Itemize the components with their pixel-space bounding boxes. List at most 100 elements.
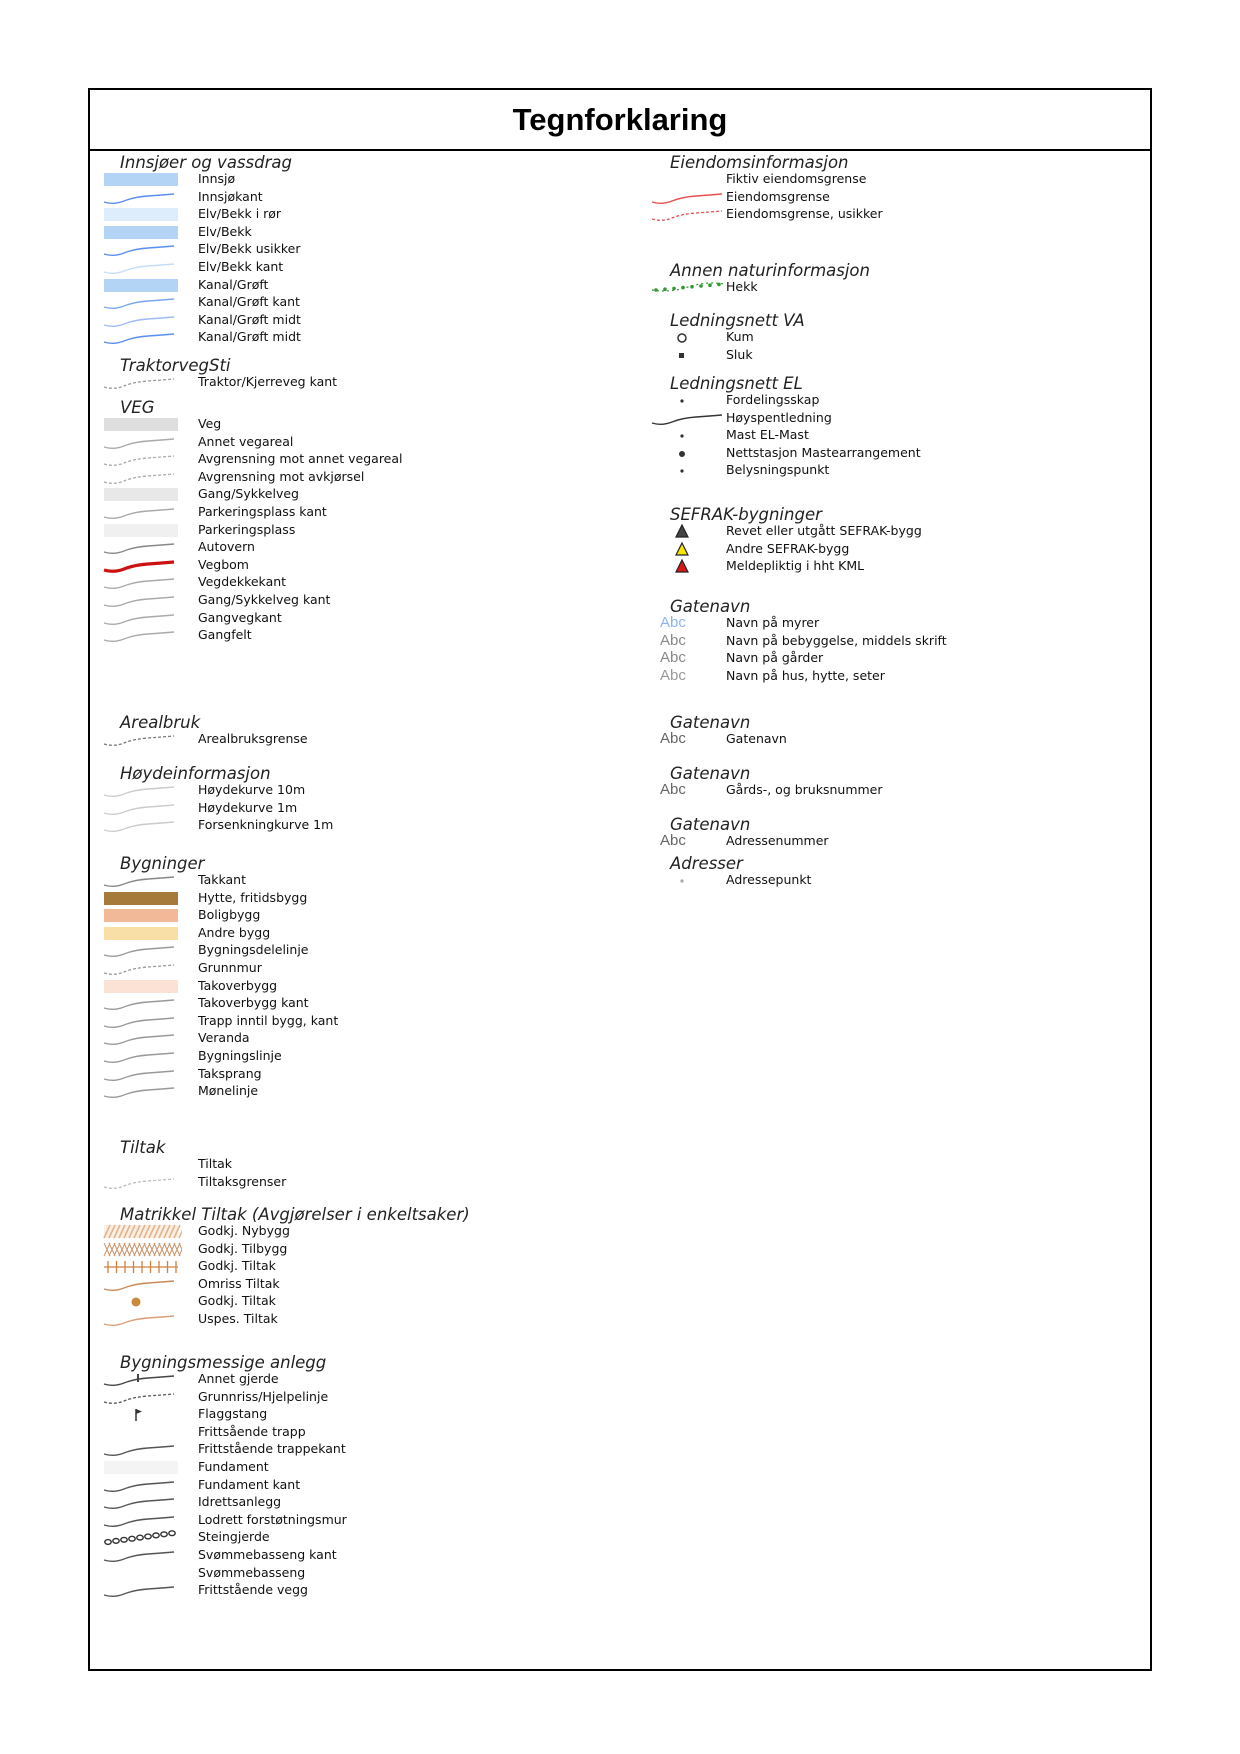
legend-label: Uspes. Tiltak xyxy=(198,1311,278,1326)
legend-label: Godkj. Nybygg xyxy=(198,1223,290,1238)
legend-label: Høydekurve 1m xyxy=(198,799,298,815)
section-header-ledningsnett-va: Ledningsnett VA xyxy=(670,311,805,330)
section-header-traktorvegsti: TraktorvegSti xyxy=(120,356,231,375)
legend-symbol-icon xyxy=(102,799,182,818)
legend-label: Svømmebasseng xyxy=(198,1564,306,1580)
section-header-veg: VEG xyxy=(120,398,155,417)
legend-symbol-icon xyxy=(102,626,182,645)
legend-label: Frittsående trapp xyxy=(198,1423,306,1439)
legend-symbol-icon xyxy=(102,1511,182,1530)
legend-label: Fordelingsskap xyxy=(726,392,820,407)
text-sample: Abc xyxy=(650,667,730,686)
legend-symbol-icon xyxy=(102,1240,182,1259)
legend-label: Fundament kant xyxy=(198,1476,301,1492)
legend-symbol-icon xyxy=(102,994,182,1013)
legend-label: Takoverbygg kant xyxy=(198,995,309,1011)
legend-label: Fiktiv eiendomsgrense xyxy=(726,171,867,186)
legend-symbol-icon xyxy=(102,889,182,908)
legend-symbol-icon xyxy=(102,1476,182,1495)
legend-symbol-icon xyxy=(650,205,730,224)
text-sample: Abc xyxy=(650,730,730,749)
legend-label: Nettstasjon Mastearrangement xyxy=(726,444,921,460)
legend-symbol-icon xyxy=(102,1405,182,1424)
section-header-gatenavn: Gatenavn xyxy=(670,713,751,732)
legend-label: Lodrett forstøtningsmur xyxy=(198,1511,347,1527)
legend-label: Steingjerde xyxy=(198,1529,270,1545)
legend-symbol-icon xyxy=(650,391,730,410)
legend-symbol-icon xyxy=(102,1440,182,1459)
legend-symbol-icon xyxy=(650,540,730,559)
legend-symbol-icon xyxy=(102,240,182,259)
legend-label: Taksprang xyxy=(198,1065,262,1081)
text-sample: Abc xyxy=(650,632,730,651)
legend-symbol-icon xyxy=(102,781,182,800)
text-sample-label: Abc xyxy=(660,614,686,631)
legend-label: Mast EL-Mast xyxy=(726,427,809,443)
legend-symbol-icon xyxy=(102,730,182,749)
legend-label: Belysningspunkt xyxy=(726,462,830,478)
legend-symbol-icon xyxy=(650,461,730,480)
section-header-gatenavn: Gatenavn xyxy=(670,815,751,834)
legend-label: Gårds-, og bruksnummer xyxy=(726,782,883,797)
legend-symbol-icon xyxy=(102,1082,182,1101)
text-sample-label: Abc xyxy=(660,649,686,667)
legend-label: Frittstående trappekant xyxy=(198,1441,346,1457)
legend-label: Omriss Tiltak xyxy=(198,1275,280,1291)
section-header-adresser: Adresser xyxy=(670,854,743,873)
legend-label: Flaggstang xyxy=(198,1406,268,1422)
legend-symbol-icon xyxy=(102,1370,182,1389)
section-header-eiendomsinformasjon: Eiendomsinformasjon xyxy=(670,153,849,172)
legend-symbol-icon xyxy=(102,609,182,628)
legend-symbol-icon xyxy=(102,170,182,189)
text-sample-label: Abc xyxy=(660,832,686,849)
legend-label: Boligbygg xyxy=(198,907,261,923)
legend-label: Takkant xyxy=(198,872,246,887)
title-bar: Tegnforklaring xyxy=(90,90,1150,151)
legend-symbol-icon xyxy=(102,1546,182,1565)
legend-symbol-icon xyxy=(650,188,730,207)
legend-label: Høyspentledning xyxy=(726,409,832,425)
legend-symbol-icon xyxy=(102,1155,182,1174)
legend-label: Adressepunkt xyxy=(726,872,812,887)
legend-symbol-icon xyxy=(650,871,730,890)
legend-symbol-icon xyxy=(102,521,182,540)
legend-symbol-icon xyxy=(650,328,730,347)
text-sample-label: Abc xyxy=(660,631,686,649)
legend-label: Bygningsdelelinje xyxy=(198,942,309,958)
legend-label: Innsjø xyxy=(198,171,236,186)
legend-label: Elv/Bekk i rør xyxy=(198,206,282,222)
legend-label: Godkj. Tiltak xyxy=(198,1293,276,1309)
legend-label: Traktor/Kjerreveg kant xyxy=(198,374,338,389)
legend-label: Parkeringsplass xyxy=(198,521,296,537)
legend-label: Arealbruksgrense xyxy=(198,731,308,746)
legend-symbol-icon xyxy=(102,1310,182,1329)
legend-symbol-icon xyxy=(102,468,182,487)
section-header-gatenavn: Gatenavn xyxy=(670,764,751,783)
legend-symbol-icon xyxy=(650,278,730,297)
legend-symbol-icon xyxy=(102,573,182,592)
legend-symbol-icon xyxy=(102,1275,182,1294)
legend-symbol-icon xyxy=(102,977,182,996)
legend-symbol-icon xyxy=(102,373,182,392)
text-sample: Abc xyxy=(650,649,730,668)
text-sample-label: Abc xyxy=(660,730,686,747)
legend-label: Grunnmur xyxy=(198,960,262,975)
legend-symbol-icon xyxy=(102,1065,182,1084)
legend-label: Kanal/Grøft midt xyxy=(198,329,301,345)
legend-symbol-icon xyxy=(102,538,182,557)
legend-label: Sluk xyxy=(726,346,753,362)
section-header-arealbruk: Arealbruk xyxy=(120,713,201,732)
legend-label: Trapp inntil bygg, kant xyxy=(198,1012,339,1028)
legend-label: Bygningslinje xyxy=(198,1048,282,1063)
legend-symbol-icon xyxy=(102,906,182,925)
legend-label: Hytte, fritidsbygg xyxy=(198,889,308,905)
legend-label: Grunnriss/Hjelpelinje xyxy=(198,1388,329,1404)
legend-symbol-icon xyxy=(102,415,182,434)
legend-label: Kanal/Grøft midt xyxy=(198,311,301,327)
legend-symbol-icon xyxy=(102,188,182,207)
legend-label: Kanal/Grøft kant xyxy=(198,294,300,310)
legend-label: Svømmebasseng kant xyxy=(198,1547,337,1562)
legend-label: Tiltaksgrenser xyxy=(198,1173,287,1189)
legend-label: Idrettsanlegg xyxy=(198,1494,282,1510)
